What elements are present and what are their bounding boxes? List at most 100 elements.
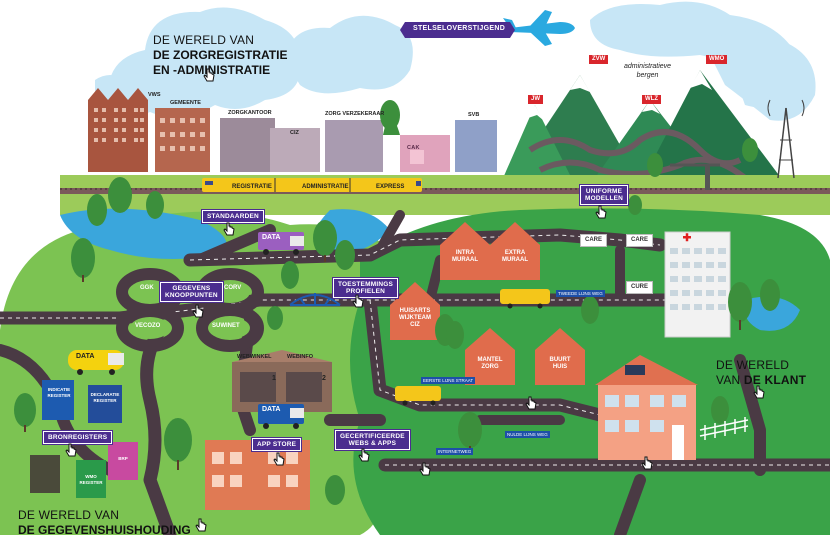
pond-right <box>744 296 800 331</box>
crane <box>670 163 720 190</box>
gegevens-title-line1: DE WERELD VAN <box>18 508 120 522</box>
zorgkantoor-label: ZORGKANTOOR <box>228 110 272 116</box>
knooppunten-line1: GEGEVENS <box>172 285 211 292</box>
trees <box>14 100 780 505</box>
zorg-title-line2: DE ZORGREGISTRATIE <box>153 48 288 62</box>
hand-pointer-icon-road[interactable] <box>524 396 538 412</box>
buurt-line2: HUIS <box>552 364 568 370</box>
flag-wlz[interactable]: WLZ <box>642 95 661 104</box>
hand-pointer-icon-bronregisters[interactable] <box>64 443 78 459</box>
toestemmings-line2: PROFIELEN <box>346 288 385 295</box>
indicatie-line1: INDICATIE <box>47 387 71 392</box>
klant-world-title: DE WERELD VAN DE KLANT <box>716 358 806 388</box>
bergen-label-line2: bergen <box>636 72 659 79</box>
hand-pointer-icon-internet[interactable] <box>418 462 432 478</box>
toestemmings-line1: TOESTEMMINGS <box>338 281 394 288</box>
ring-vecozo-label: VECOZO <box>135 323 161 329</box>
webinfo-label: WEBINFO <box>287 354 313 360</box>
gecertificeerde-line2: WEBS & APPS <box>348 440 397 447</box>
indicatie-register-label: INDICATIE REGISTER <box>43 387 75 399</box>
sky-clouds <box>95 1 816 121</box>
mantelzorg-label: MANTEL ZORG <box>465 357 515 371</box>
train-registratie-label: REGISTRATIE <box>232 184 272 190</box>
register-cabinets <box>30 380 138 498</box>
uniforme-modellen-tag[interactable]: UNIFORME MODELLEN <box>578 184 630 206</box>
declaratie-register-label: DECLARATIE REGISTER <box>88 392 122 404</box>
hand-pointer-icon-standaarden[interactable] <box>222 222 236 238</box>
hand-pointer-icon-house[interactable] <box>640 456 654 472</box>
train <box>202 178 422 192</box>
svb-label: SVB <box>468 112 480 118</box>
zorg-world-title: DE WERELD VAN DE ZORGREGISTRATIE EN -ADM… <box>153 33 287 78</box>
hospital <box>664 231 731 338</box>
data-truck-left-label: DATA <box>76 353 95 360</box>
app-store-building <box>205 440 310 510</box>
hand-pointer-icon-zorg[interactable] <box>202 68 216 84</box>
cure-sign: CURE <box>626 281 654 294</box>
gecertificeerde-line1: GECERTIFICEERDE <box>340 433 405 440</box>
bergen-label-line1: administratieve <box>624 63 672 70</box>
internetweg-sign: INTERNETWEG <box>436 448 474 455</box>
ground-strip <box>60 175 830 215</box>
care-sign-1: CARE <box>580 234 608 247</box>
door-1-label: 1 <box>272 375 276 382</box>
mantel-line2: ZORG <box>481 364 499 370</box>
stelseloverstijgend-banner[interactable]: STELSELOVERSTIJGEND <box>413 25 506 32</box>
airplane <box>503 10 575 46</box>
hand-pointer-icon-app-store[interactable] <box>272 452 286 468</box>
client-house <box>595 355 698 460</box>
indicatie-line2: REGISTER <box>47 393 71 398</box>
vehicles <box>68 232 550 429</box>
buurthuis-label: BUURT HUIS <box>535 357 585 371</box>
hand-pointer-icon-knooppunten[interactable] <box>191 304 205 320</box>
flag-jw[interactable]: JW <box>528 95 543 104</box>
hand-pointer-icon-klant[interactable] <box>752 385 766 401</box>
webwinkel-label: WEBWINKEL <box>237 354 272 360</box>
hand-pointer-icon-toestemmings[interactable] <box>351 294 365 310</box>
intramuraal-label: INTRA MURAAL <box>440 250 490 264</box>
train-express-label: EXPRESS <box>376 184 405 190</box>
administratieve-bergen-label: administratieve bergen <box>624 62 671 80</box>
data-truck-bottom-label: DATA <box>262 406 281 413</box>
hand-pointer-icon-gecertificeerde[interactable] <box>357 448 371 464</box>
flag-zvw[interactable]: ZVW <box>589 55 609 64</box>
toestemmingsprofielen-tag[interactable]: TOESTEMMINGS PROFIELEN <box>331 277 400 299</box>
gegevens-world-title: DE WERELD VAN DE GEGEVENSHUISHOUDING <box>18 508 191 535</box>
radio-tower <box>767 99 805 179</box>
tweede-lijns-weg-sign: TWEEDE LIJNS WEG <box>556 290 605 297</box>
eerste-lijns-straat-sign: EERSTE LIJNS STRAAT <box>421 377 476 384</box>
nulde-lijns-weg-sign: NULDE LIJNS WEG <box>505 431 550 438</box>
klant-title-line1: DE WERELD <box>716 358 790 372</box>
banner-ribbon <box>400 22 515 38</box>
standaarden-tag[interactable]: STANDAARDEN <box>201 209 265 224</box>
gecertificeerde-tag[interactable]: GECERTIFICEERDE WEBS & APPS <box>334 429 411 451</box>
flag-wmo[interactable]: WMO <box>706 55 728 64</box>
huisarts-line1: HUISARTS <box>399 308 431 314</box>
hand-pointer-icon-uniforme[interactable] <box>594 205 608 221</box>
gemeente-label: GEMEENTE <box>170 100 201 106</box>
klant-title-line2-bold: DE KLANT <box>743 373 807 387</box>
ring-suwinet-label: SUWINET <box>212 323 240 329</box>
bronregisters-tag[interactable]: BRONREGISTERS <box>41 430 114 445</box>
zorg-title-line1: DE WERELD VAN <box>153 33 255 47</box>
gegevens-title-line2: DE GEGEVENSHUISHOUDING <box>18 523 191 535</box>
brp-label: BRP <box>118 456 128 461</box>
huisarts-line3: CIZ <box>410 322 420 328</box>
care-sign-2: CARE <box>626 234 654 247</box>
uniforme-line2: MODELLEN <box>585 195 624 202</box>
vws-label: VWS <box>148 92 161 98</box>
wmo-line2: REGISTER <box>79 480 103 485</box>
extra-line1: EXTRA <box>504 250 526 256</box>
warehouse <box>232 350 332 412</box>
app-store-tag[interactable]: APP STORE <box>250 437 303 452</box>
extra-line2: MURAAL <box>502 257 528 263</box>
hand-pointer-icon-gegevens[interactable] <box>194 518 208 534</box>
declaratie-line2: REGISTER <box>93 398 117 403</box>
declaratie-line1: DECLARATIE <box>90 392 120 397</box>
knooppunten-line2: KNOOPPUNTEN <box>165 292 218 299</box>
gegevens-knooppunten-tag[interactable]: GEGEVENS KNOOPPUNTEN <box>159 281 224 303</box>
intra-line1: INTRA <box>455 250 475 256</box>
fence <box>699 417 749 440</box>
bridge <box>289 293 341 306</box>
